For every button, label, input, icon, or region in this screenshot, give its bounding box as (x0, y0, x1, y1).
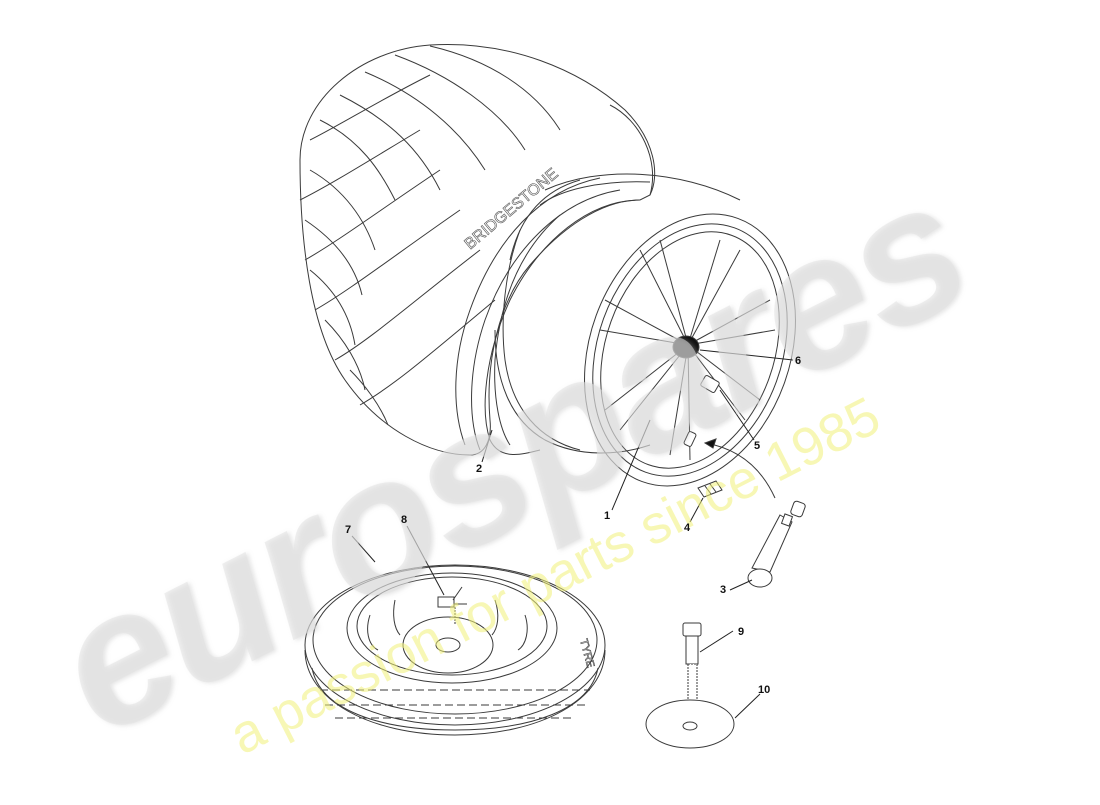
spare-tyre-text: TYRE (577, 638, 596, 669)
callout-1: 1 (604, 510, 611, 522)
callout-10: 10 (758, 684, 771, 696)
callout-5: 5 (754, 440, 761, 452)
tyre-brand-text: BRIDGESTONE (462, 165, 562, 253)
callout-7: 7 (345, 524, 352, 536)
alloy-wheel-drawing (584, 213, 796, 499)
callout-8: 8 (401, 514, 408, 526)
leader-lines (351, 349, 794, 719)
balance-weight-drawing (697, 480, 723, 498)
callout-6: 6 (795, 355, 802, 367)
spare-wheel-drawing (304, 564, 606, 736)
callout-9: 9 (738, 626, 745, 638)
callout-2: 2 (476, 463, 483, 475)
tyre-drawing (299, 43, 656, 456)
callout-3: 3 (720, 584, 727, 596)
rim-barrel-drawing (494, 173, 741, 454)
callout-4: 4 (684, 522, 691, 534)
valve-drawing (747, 500, 806, 588)
bolt-washer-drawing (645, 622, 735, 749)
inflator-tool-drawing (437, 586, 467, 625)
